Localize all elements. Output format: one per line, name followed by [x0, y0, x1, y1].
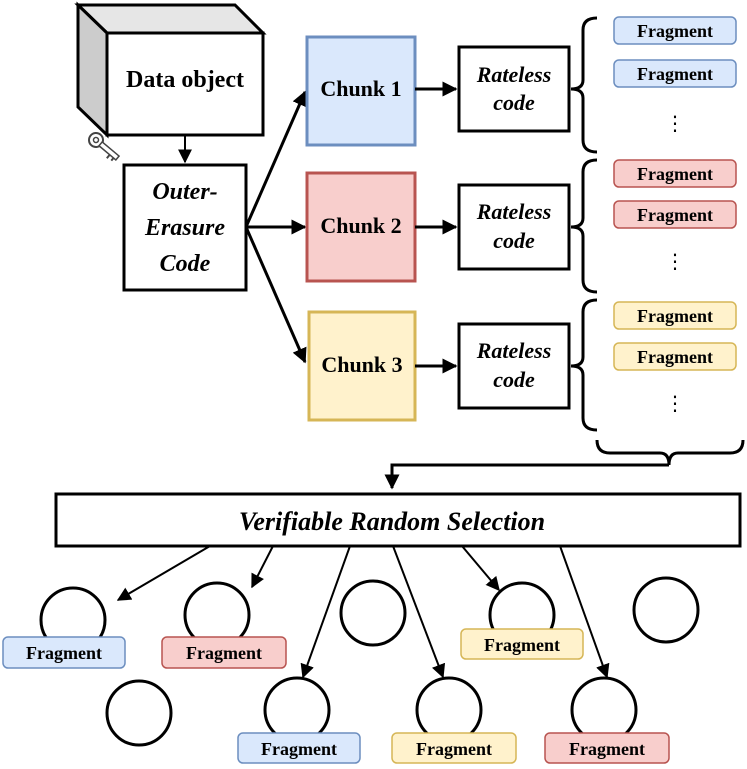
- key-icon: [88, 132, 121, 162]
- arrow-outer-to-chunk-1: [244, 90, 307, 228]
- rateless-2-line-1: Rateless: [476, 199, 552, 224]
- horizontal-brace: [595, 439, 745, 466]
- selection-arrow: [116, 545, 211, 601]
- rateless-code-box-1: [457, 45, 571, 133]
- selection-arrow: [461, 545, 500, 592]
- data-object-box: Data object: [74, 1, 267, 139]
- fragment-1b-box: [613, 59, 737, 88]
- selection-arrow: [251, 545, 274, 589]
- node-circle: [339, 579, 407, 647]
- fragment-3a-box: [613, 301, 737, 330]
- outer-erasure-code-box: Outer- Erasure Code: [122, 163, 248, 292]
- node-fragment-yellow-2-label: Fragment: [416, 739, 492, 759]
- outer-code-line-2: Erasure: [144, 215, 225, 241]
- rateless-3-line-2: code: [493, 367, 535, 392]
- chunk-3-label: Chunk 3: [321, 352, 402, 377]
- chunk-2-box: [305, 171, 417, 283]
- fragment-2b-label: Fragment: [637, 205, 713, 225]
- fragment-2b-box: [613, 200, 737, 229]
- node-circle: [105, 679, 173, 747]
- rateless-3-line-1: Rateless: [476, 338, 552, 363]
- chunk-3-box: [307, 310, 417, 422]
- fragment-1a-label: Fragment: [637, 21, 713, 41]
- outer-code-line-1: Outer-: [152, 179, 217, 205]
- fragment-3a-label: Fragment: [637, 306, 713, 326]
- node-circle: [632, 576, 700, 644]
- node-fragment-yellow-1: [460, 628, 584, 660]
- rateless-code-box-2: [457, 183, 571, 271]
- selection-arrow: [392, 545, 446, 679]
- node-fragment-red-1-label: Fragment: [186, 643, 262, 663]
- fragment-1a-box: [613, 16, 737, 45]
- fragment-1b-label: Fragment: [637, 64, 713, 84]
- ellipsis-3: ⋮: [665, 391, 685, 415]
- verifiable-random-selection-label: Verifiable Random Selection: [239, 507, 545, 536]
- rateless-1-line-2: code: [493, 90, 535, 115]
- verifiable-random-selection-box: [54, 492, 742, 548]
- node-fragment-blue-2-label: Fragment: [261, 739, 337, 759]
- arrow-to-selection: [384, 463, 669, 490]
- node-fragment-yellow-1-label: Fragment: [484, 635, 560, 655]
- node-fragment-blue-2: [237, 732, 361, 764]
- selection-arrow: [559, 545, 610, 679]
- brace-3: [570, 298, 598, 432]
- chunk-1-box: [305, 35, 417, 147]
- outer-code-line-3: Code: [160, 251, 211, 277]
- node-fragment-blue-1-label: Fragment: [26, 643, 102, 663]
- node-fragment-red-2: [544, 732, 670, 764]
- ellipsis-1: ⋮: [665, 111, 685, 135]
- brace-1: [570, 16, 598, 154]
- node-fragment-red-2-label: Fragment: [569, 739, 645, 759]
- rateless-1-line-1: Rateless: [476, 62, 552, 87]
- fragment-3b-box: [613, 342, 737, 371]
- node-fragment-yellow-2: [391, 732, 517, 764]
- ellipsis-2: ⋮: [665, 249, 685, 273]
- node-fragment-red-1: [161, 636, 287, 669]
- fragment-3b-label: Fragment: [637, 347, 713, 367]
- arrow-outer-to-chunk-3: [244, 226, 307, 364]
- fragment-2a-box: [613, 159, 737, 188]
- rateless-code-box-3: [457, 322, 571, 410]
- chunk-2-label: Chunk 2: [320, 213, 401, 238]
- chunk-1-label: Chunk 1: [320, 76, 401, 101]
- selection-arrow: [300, 545, 351, 679]
- data-object-label: Data object: [126, 67, 244, 93]
- brace-2: [570, 158, 598, 294]
- rateless-2-line-2: code: [493, 228, 535, 253]
- fragment-2a-label: Fragment: [637, 164, 713, 184]
- node-fragment-blue-1: [2, 636, 126, 669]
